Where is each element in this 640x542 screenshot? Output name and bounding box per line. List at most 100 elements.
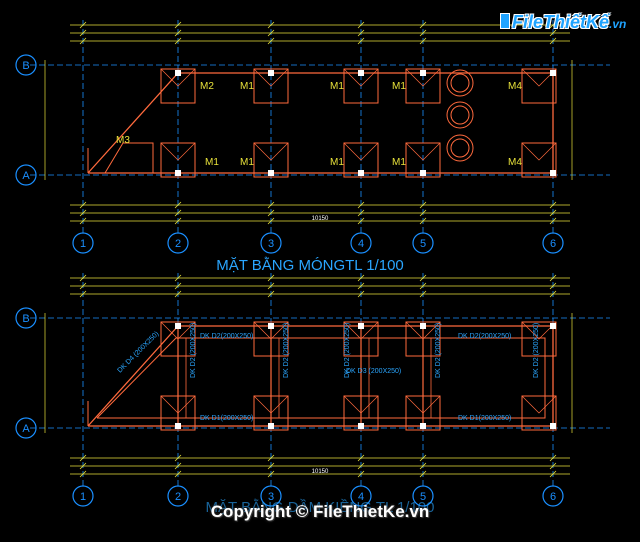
dimension-tick <box>419 209 427 217</box>
dimension-tick <box>549 290 557 298</box>
footing-diagonal <box>160 142 196 161</box>
column-marker <box>175 323 181 329</box>
dimension-tick <box>79 201 87 209</box>
column-marker <box>420 70 426 76</box>
dimension-tick <box>79 209 87 217</box>
pile-circle-inner <box>450 73 470 93</box>
footing <box>160 68 196 104</box>
dimension-tick <box>79 29 87 37</box>
dimension-tick <box>419 290 427 298</box>
footing-label: M1 <box>240 81 254 92</box>
dimension-tick <box>174 454 182 462</box>
footing <box>253 321 289 357</box>
dimension-tick <box>357 29 365 37</box>
footing <box>343 395 379 431</box>
footing-diagonal <box>160 68 196 87</box>
column-marker <box>358 323 364 329</box>
dimension-tick <box>174 217 182 225</box>
footing <box>521 395 557 431</box>
grid-bubble-col <box>542 232 564 254</box>
grid-bubble-col <box>72 232 94 254</box>
dimension-tick <box>419 37 427 45</box>
beam-label: DK D2 (200X250) <box>344 323 351 378</box>
footing <box>253 68 289 104</box>
column-marker <box>268 70 274 76</box>
grid-label-col: 4 <box>358 238 364 250</box>
footing <box>405 321 441 357</box>
grid-label-row: B <box>22 60 29 72</box>
pile-circle-inner <box>450 105 470 125</box>
pile-circle <box>446 134 474 162</box>
footing-label: M4 <box>508 157 522 168</box>
footing <box>521 142 557 178</box>
footing-label: M2 <box>200 81 214 92</box>
grid-label-row: B <box>22 313 29 325</box>
dimension-tick <box>267 274 275 282</box>
dimension-tick <box>174 470 182 478</box>
beam-label: DK D1(200X250) <box>458 415 511 422</box>
footing-diagonal <box>343 321 379 340</box>
footing-diagonal <box>521 395 557 414</box>
copyright-watermark: Copyright © FileThietKe.vn <box>210 502 430 521</box>
dimension-tick <box>79 21 87 29</box>
footing <box>253 395 289 431</box>
dimension-tick <box>419 282 427 290</box>
footing-label: M4 <box>508 81 522 92</box>
grid-label-col: 2 <box>175 238 181 250</box>
plan-title-foundation: MẶT BẰNG MÓNGTL 1/100 <box>216 256 404 274</box>
dimension-tick <box>549 274 557 282</box>
beam-label: DK D3 (200X250) <box>346 368 401 375</box>
beam-label: DK D2(200X250) <box>458 333 511 340</box>
dimension-tick <box>267 454 275 462</box>
grid-label-col: 6 <box>550 238 556 250</box>
logo-suffix: .vn <box>609 17 627 31</box>
grid-label-col: 2 <box>175 491 181 503</box>
dimension-tick <box>419 462 427 470</box>
footing-diagonal <box>405 68 441 87</box>
footing-diagonal <box>160 395 196 414</box>
dimension-tick <box>267 21 275 29</box>
dimension-tick <box>549 454 557 462</box>
dimension-tick <box>267 290 275 298</box>
dimension-tick <box>357 290 365 298</box>
footing-diagonal <box>253 142 289 161</box>
column-marker <box>358 170 364 176</box>
grid-bubble-col <box>260 485 282 507</box>
dimension-tick <box>174 21 182 29</box>
dimension-tick <box>174 282 182 290</box>
grid-bubble-row <box>15 164 37 186</box>
footing <box>405 68 441 104</box>
grid-bubble-col <box>412 232 434 254</box>
dimension-tick <box>549 282 557 290</box>
file-icon <box>500 13 510 29</box>
dimension-tick <box>79 37 87 45</box>
footing-label: M1 <box>392 81 406 92</box>
dimension-tick <box>174 274 182 282</box>
grid-label-col: 3 <box>268 491 274 503</box>
dimension-tick <box>267 217 275 225</box>
dimension-tick <box>419 29 427 37</box>
dimension-tick <box>357 209 365 217</box>
dimension-tick <box>267 282 275 290</box>
footing-diagonal <box>160 321 196 340</box>
beam-label: DK D2(200X250) <box>200 333 253 340</box>
footing <box>521 321 557 357</box>
dimension-tick <box>79 470 87 478</box>
footing <box>160 395 196 431</box>
grid-bubble-row <box>15 417 37 439</box>
footing-diagonal <box>405 321 441 340</box>
footing-diagonal <box>405 395 441 414</box>
footing <box>405 142 441 178</box>
grid-label-col: 6 <box>550 491 556 503</box>
dimension-tick <box>357 37 365 45</box>
footing-diagonal <box>343 142 379 161</box>
dimension-tick <box>267 470 275 478</box>
footing <box>521 68 557 104</box>
dimension-tick <box>357 274 365 282</box>
dimension-tick <box>419 201 427 209</box>
footing-label: M3 <box>116 135 130 146</box>
total-dimension: 10150 <box>312 469 329 475</box>
